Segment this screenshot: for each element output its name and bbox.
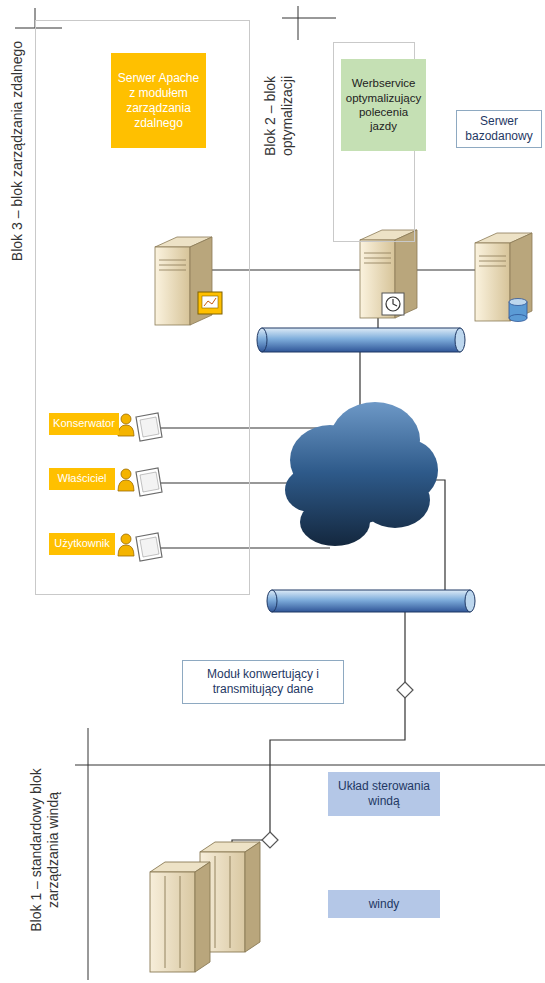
crosshair-lines-part: [15, 28, 62, 29]
network-wires-part: [417, 269, 475, 270]
orange-box: Użytkownik: [49, 533, 115, 555]
internet-cloud-part: [360, 472, 430, 528]
block-label: Blok 3 – blok zarządzania zdalnego: [9, 21, 26, 281]
user-workstations-part: [136, 533, 162, 561]
network-pipe-upper-part: [257, 328, 267, 352]
server-icon-database-part: [509, 315, 527, 322]
network-pipe-lower-part: [465, 590, 475, 612]
server-icon-webservice-part: [382, 293, 404, 315]
box-text: Werbservice optymalizujący polecenia jaz…: [345, 76, 422, 134]
server-icon-apache-part: [202, 296, 218, 308]
box-text: windy: [332, 897, 436, 912]
elevator-cabinets-part: [195, 862, 210, 972]
crosshair-lines-part: [75, 765, 545, 766]
blue-box: Układ sterowania windą: [328, 772, 440, 816]
connector-diamonds: [262, 682, 413, 848]
box-text: Serwer bazodanowy: [461, 114, 537, 144]
internet-cloud: [285, 402, 438, 546]
server-icon-webservice-part: [360, 230, 417, 318]
process-box: Werbservice optymalizujący polecenia jaz…: [341, 59, 426, 151]
network-pipe-lower: [267, 590, 475, 612]
network-wires-part: [160, 547, 330, 548]
network-pipe-lower-part: [272, 590, 470, 612]
label-box: Serwer bazodanowy: [456, 110, 542, 148]
user-workstations-part: [136, 413, 162, 441]
server-icon-database-part: [509, 299, 527, 306]
network-pipe-upper: [257, 328, 465, 352]
block-region: Blok 3 – blok zarządzania zdalnegoSerwer…: [35, 20, 250, 595]
elevator-cabinets-part: [245, 842, 260, 952]
box-text: Układ sterowania windą: [332, 779, 436, 809]
server-icon-webservice: [360, 230, 417, 318]
elevator-cabinets-part: [150, 872, 195, 972]
network-pipe-upper-part: [262, 328, 460, 352]
server-icon-database-part: [475, 233, 532, 321]
network-wires-part: [377, 318, 378, 328]
network-wires-part: [404, 612, 405, 682]
network-pipe-upper-part: [455, 328, 465, 352]
network-wires-part: [160, 427, 330, 428]
network-wires: [160, 270, 475, 846]
orange-box: Serwer Apache z modułem zarządzania zdal…: [111, 53, 206, 148]
user-workstations: [118, 413, 162, 561]
server-icon-apache: [155, 237, 222, 325]
user-workstations-part: [118, 469, 134, 491]
orange-box: Konserwator: [49, 413, 119, 435]
block-region: Blok 2 – blok optymalizacjiWerbservice o…: [333, 42, 415, 242]
connector-diamonds-part: [397, 682, 413, 698]
box-text: Właściciel: [52, 472, 112, 486]
crosshair-lines-part: [282, 18, 336, 19]
elevator-cabinets-part: [165, 876, 166, 968]
block-label: Blok 1 – standardowy blok zarządzania wi…: [28, 735, 62, 965]
box-text: Konserwator: [52, 417, 116, 431]
orange-box: Właściciel: [49, 468, 115, 490]
user-workstations-part: [136, 468, 162, 496]
network-wires-part: [212, 269, 360, 270]
label-box: Moduł konwertujący i transmitujący dane: [182, 660, 344, 704]
blue-box: windy: [328, 890, 440, 918]
crosshair-lines-part: [88, 728, 89, 980]
crosshair-lines: [15, 6, 545, 980]
box-text: Moduł konwertujący i transmitujący dane: [187, 667, 339, 697]
network-pipe-lower-part: [267, 590, 277, 612]
server-icon-webservice-part: [386, 297, 400, 311]
box-text: Użytkownik: [52, 537, 112, 551]
elevator-cabinets-part: [230, 856, 231, 948]
crosshair-lines-part: [298, 6, 299, 40]
box-text: Serwer Apache z modułem zarządzania zdal…: [115, 71, 202, 131]
internet-cloud-part: [300, 498, 370, 546]
server-icon-apache-part: [198, 292, 222, 314]
elevator-cabinets: [150, 842, 260, 972]
user-workstations-part: [118, 414, 134, 436]
server-icon-apache-part: [204, 298, 216, 306]
elevator-cabinets-part: [180, 876, 181, 968]
connector-diamonds-part: [262, 832, 278, 848]
elevator-cabinets-part: [215, 856, 216, 948]
server-icon-database: [475, 233, 532, 322]
server-icon-webservice-part: [393, 299, 397, 306]
user-workstations-part: [118, 534, 134, 556]
block-label: Blok 2 – blok optymalizacji: [262, 41, 296, 191]
